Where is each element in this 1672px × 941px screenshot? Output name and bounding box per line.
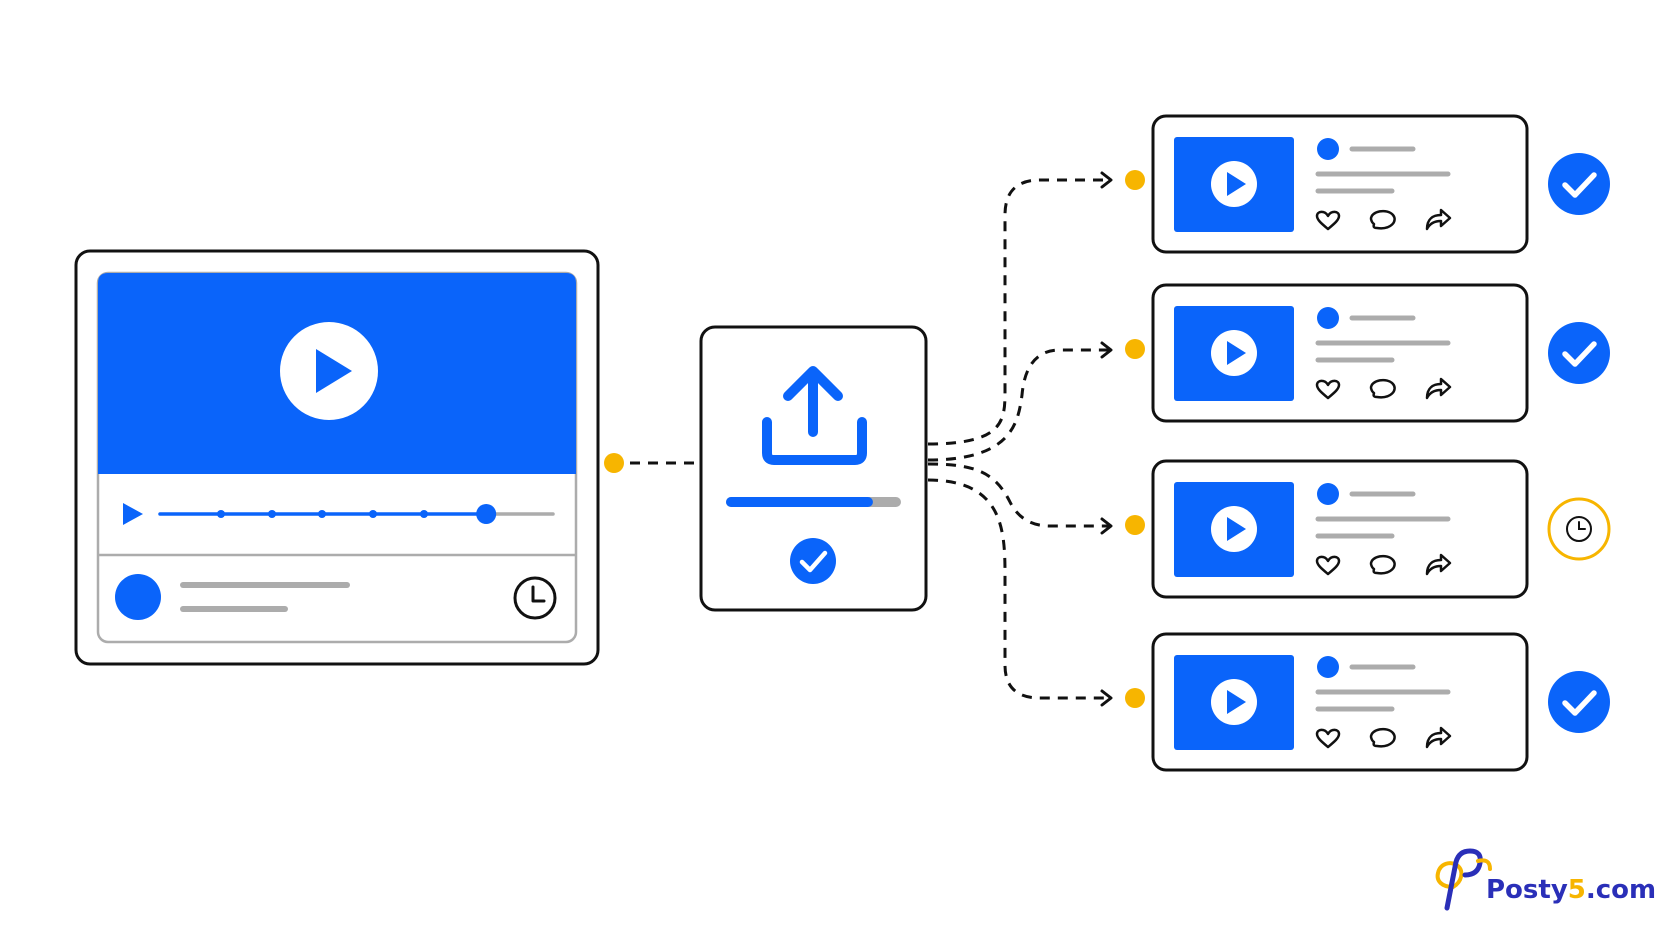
brand-prefix: Posty [1486, 875, 1568, 905]
check-icon [1562, 172, 1597, 198]
upload-done-badge [790, 538, 836, 584]
comment-icon[interactable] [1369, 727, 1396, 748]
status-done-badge [1548, 671, 1610, 733]
destination-card[interactable] [1125, 632, 1610, 772]
play-icon [316, 349, 352, 393]
play-icon [1227, 341, 1246, 365]
play-icon [1227, 172, 1246, 196]
share-icon[interactable] [1425, 377, 1452, 400]
upload-card [699, 325, 928, 612]
play-icon [1227, 690, 1246, 714]
comment-icon[interactable] [1369, 378, 1396, 399]
heart-icon[interactable] [1315, 555, 1341, 576]
post-avatar [1317, 307, 1339, 329]
big-play-button[interactable] [280, 322, 378, 420]
destination-card[interactable] [1125, 459, 1611, 599]
scrubber-handle[interactable] [476, 504, 497, 524]
upload-icon [762, 366, 867, 465]
share-icon[interactable] [1425, 553, 1452, 576]
post-avatar [1317, 138, 1339, 160]
video-scrubber[interactable] [158, 504, 555, 524]
scrubber-marker [217, 510, 225, 518]
destination-list [1125, 114, 1611, 772]
share-icon[interactable] [1425, 726, 1452, 749]
connector-dot [1125, 688, 1145, 708]
channel-avatar [115, 574, 161, 620]
clock-icon [1578, 521, 1586, 530]
connector-source-upload [604, 453, 701, 473]
check-icon [799, 550, 828, 573]
scrubber-marker [318, 510, 326, 518]
share-icon[interactable] [1425, 208, 1452, 231]
small-play-icon[interactable] [123, 503, 143, 525]
status-pending-badge [1547, 497, 1611, 561]
destination-card[interactable] [1125, 283, 1610, 423]
post-avatar [1317, 656, 1339, 678]
status-done-badge [1548, 322, 1610, 384]
play-icon [1227, 517, 1246, 541]
post-avatar [1317, 483, 1339, 505]
connector-dot [1125, 339, 1145, 359]
comment-icon[interactable] [1369, 554, 1396, 575]
fanout-connectors [927, 178, 1110, 700]
connector-dot [1125, 515, 1145, 535]
connector-dot [1125, 170, 1145, 190]
status-done-badge [1548, 153, 1610, 215]
scrubber-marker [369, 510, 377, 518]
brand-logo-mark [1435, 848, 1492, 911]
clock-icon[interactable] [513, 576, 557, 620]
comment-icon[interactable] [1369, 209, 1396, 230]
heart-icon[interactable] [1315, 728, 1341, 749]
connector-arrowheads [1100, 171, 1113, 707]
brand-suffix: .com [1586, 875, 1656, 905]
heart-icon[interactable] [1315, 210, 1341, 231]
destination-card[interactable] [1125, 114, 1610, 254]
brand-number: 5 [1568, 875, 1586, 905]
scrubber-marker [420, 510, 428, 518]
check-icon [1562, 690, 1597, 716]
check-icon [1562, 341, 1597, 367]
brand-logo: Posty5.com [1435, 848, 1656, 911]
source-video-panel [74, 249, 600, 666]
heart-icon[interactable] [1315, 379, 1341, 400]
scrubber-marker [268, 510, 276, 518]
svg-text:Posty5.com: Posty5.com [1486, 875, 1656, 905]
